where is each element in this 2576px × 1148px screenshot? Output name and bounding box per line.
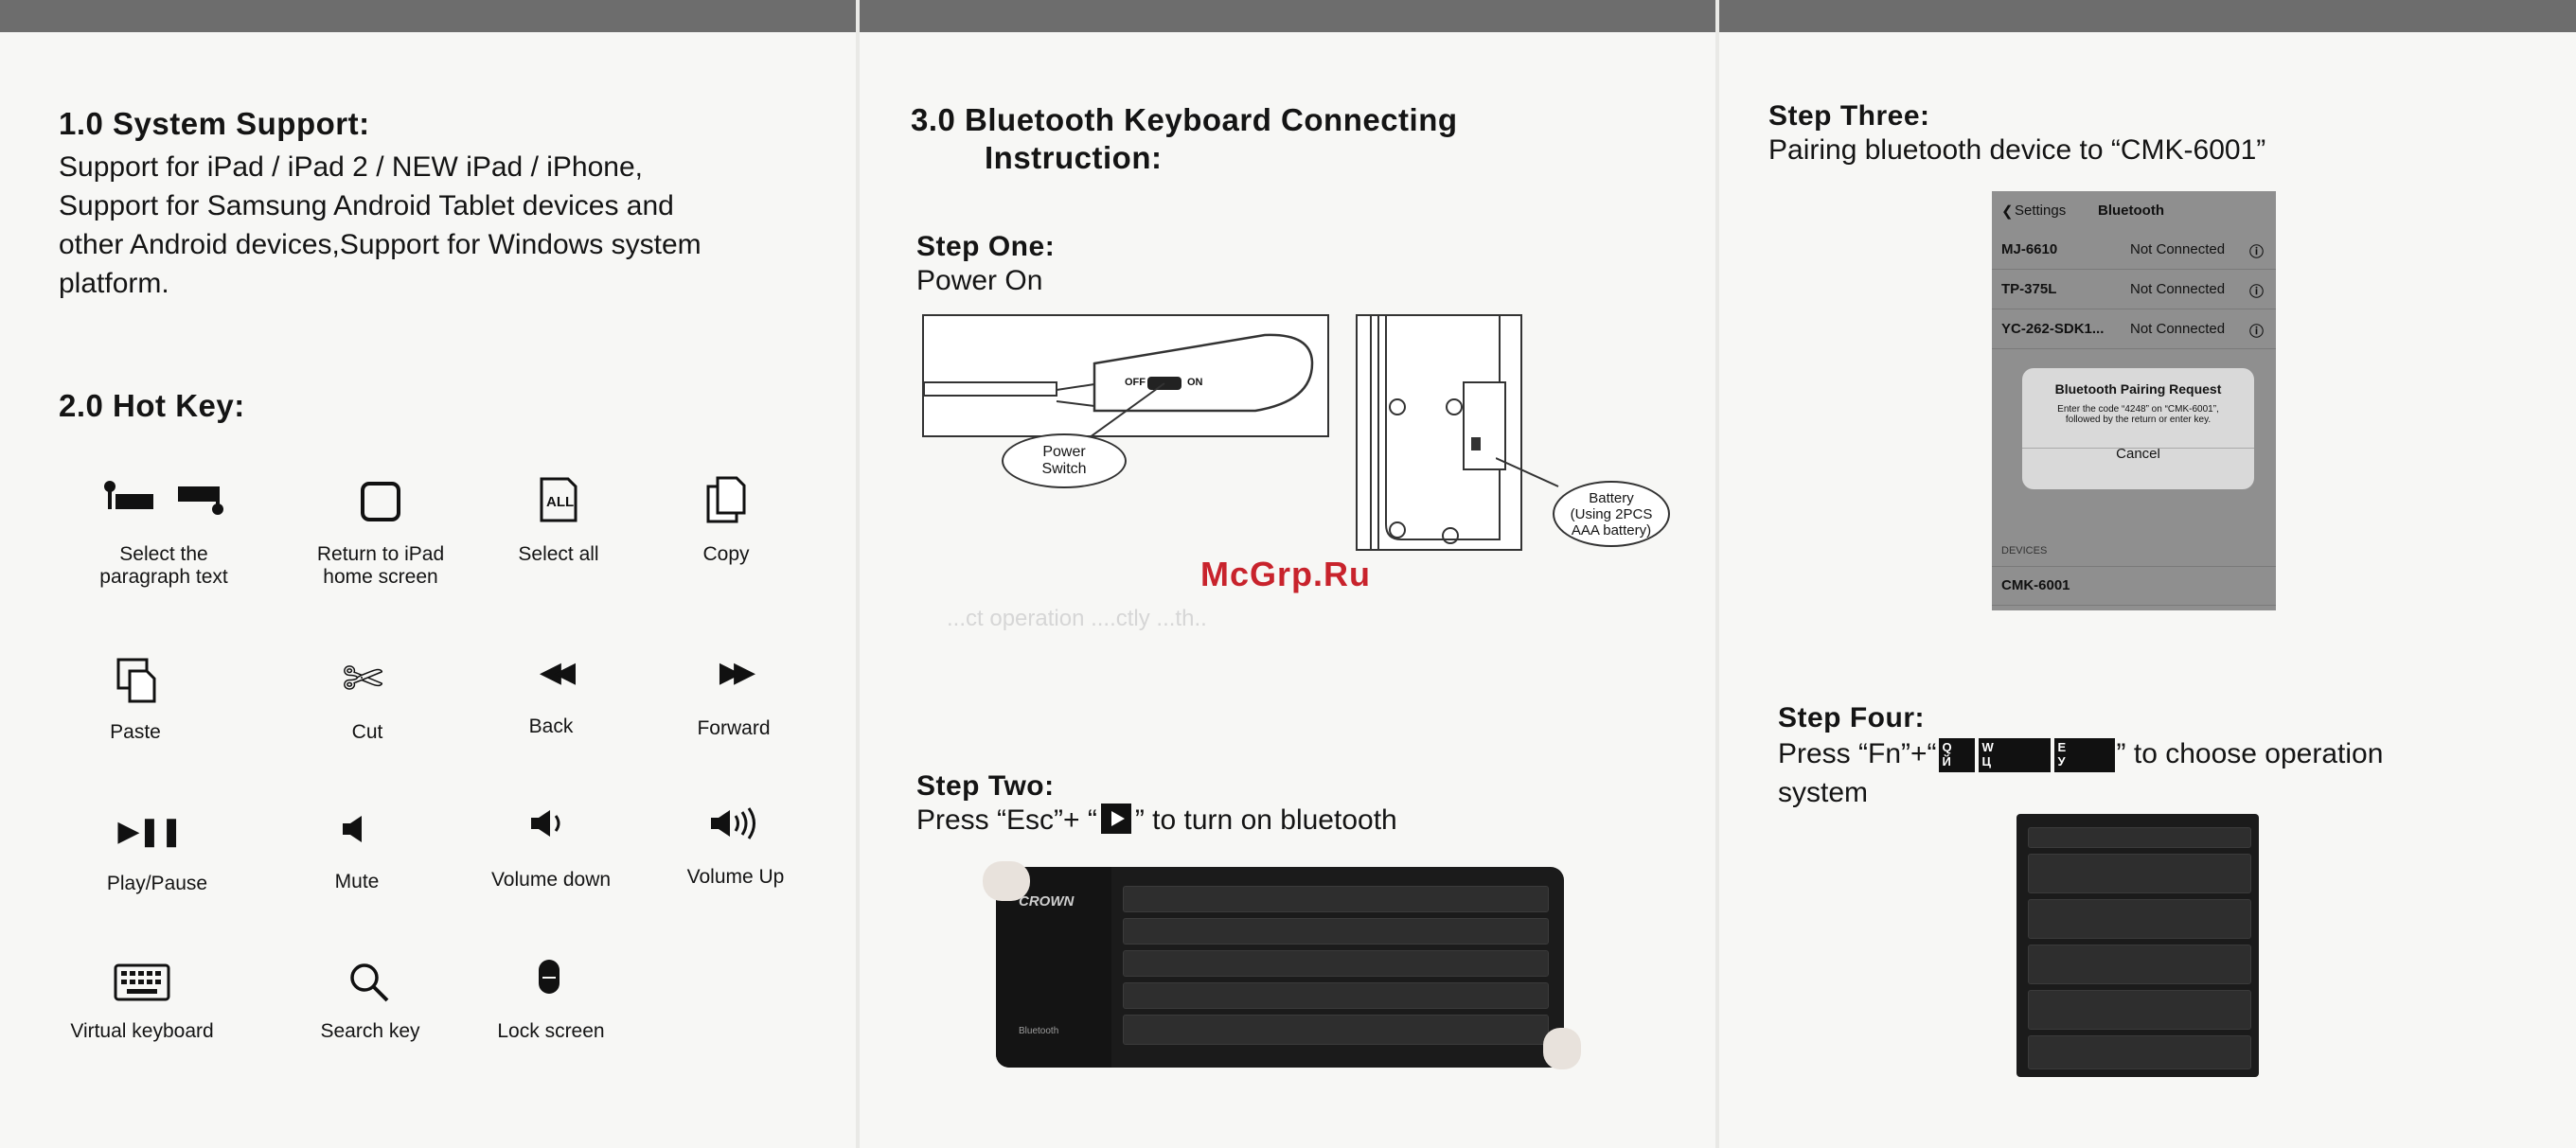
hotkey-label-paste: Paste (110, 721, 161, 743)
info-icon[interactable]: ⓘ (2249, 244, 2265, 260)
select-all-icon: ALL (521, 473, 596, 526)
power-switch-diagram: OFF ON (922, 314, 1329, 437)
paste-icon (98, 653, 173, 706)
dialog-cancel-button[interactable]: Cancel (2116, 446, 2160, 462)
battery-pointer (1496, 457, 1559, 487)
page-fold-1 (856, 0, 860, 1148)
phone-title: Bluetooth (2098, 203, 2164, 219)
hotkey-label-copy: Copy (702, 543, 750, 565)
step3-title: Step Three: (1768, 100, 1930, 132)
hotkey-label-back: Back (528, 715, 574, 737)
step1-text: Power On (916, 265, 1043, 296)
speaker-mute-icon (316, 803, 392, 856)
section1-line: platform. (59, 268, 169, 299)
step2-title: Step Two: (916, 770, 1055, 802)
volume-up-icon (698, 797, 773, 850)
select-paragraph-icon (102, 473, 225, 526)
copy-icon (688, 473, 764, 526)
play-pause-icon: ▶❚❚ (117, 815, 183, 847)
switch-on-label: ON (1187, 377, 1203, 388)
step3-text: Pairing bluetooth device to “CMK-6001” (1768, 134, 2266, 166)
info-icon[interactable]: ⓘ (2249, 324, 2265, 340)
magnifier-icon (331, 956, 407, 1009)
bluetooth-label: Bluetooth (1019, 1026, 1059, 1036)
dialog-line2: followed by the return or enter key. (2065, 415, 2212, 425)
section1-title: 1.0 System Support: (59, 106, 370, 141)
hotkey-label-cut: Cut (351, 721, 383, 743)
scissors-icon: ✄ (342, 652, 383, 707)
battery-diagram (1356, 314, 1522, 551)
hotkey-label-volume-up: Volume Up (686, 866, 785, 888)
power-switch-pointer (1078, 382, 1165, 446)
section1-line: other Android devices,Support for Window… (59, 229, 702, 260)
section1-line: Support for iPad / iPad 2 / NEW iPad / i… (59, 151, 643, 183)
info-icon[interactable]: ⓘ (2249, 284, 2265, 300)
keyboard-photo-step4 (2016, 814, 2259, 1077)
hotkey-label-play-pause: Play/Pause (106, 873, 208, 894)
hotkey-label-virtual-keyboard: Virtual keyboard (70, 1020, 214, 1042)
keyboard-brand-logo: CROWN (1019, 893, 1075, 910)
step1-title: Step One: (916, 231, 1056, 262)
lock-icon (511, 950, 587, 1003)
keyboard-photo-step2: CROWN Bluetooth (983, 861, 1581, 1069)
watermark: McGrp.Ru (1200, 555, 1372, 593)
hotkey-label-lock: Lock screen (497, 1020, 605, 1042)
keyboard-icon (104, 956, 180, 1009)
hand-left (983, 861, 1030, 901)
play-key-icon (1100, 804, 1131, 834)
hotkey-label-mute: Mute (334, 871, 380, 892)
hotkey-label-search: Search key (320, 1020, 420, 1042)
home-square-icon (343, 475, 418, 528)
section2-title: 2.0 Hot Key: (59, 388, 245, 423)
volume-down-icon (512, 797, 588, 850)
faint-bleedthrough-text: ...ct operation ....ctly ...th.. (947, 606, 1207, 631)
dialog-title: Bluetooth Pairing Request (2054, 381, 2222, 397)
phone-nav-bar: ❮ Settings Bluetooth (1992, 191, 2276, 229)
section1-line: Support for Samsung Android Tablet devic… (59, 190, 674, 221)
settings-back-link[interactable]: Settings (2015, 203, 2067, 219)
step2-text: Press “Esc”+ “” to turn on bluetooth (916, 804, 1397, 836)
hotkey-label-volume-down: Volume down (490, 869, 612, 891)
hotkey-label-select-all: Select all (518, 543, 599, 565)
section3-title-line2: Instruction: (985, 140, 1163, 175)
switch-off-label: OFF (1125, 377, 1146, 388)
step4-title: Step Four: (1778, 702, 1925, 733)
hand-right (1543, 1028, 1581, 1069)
step4-line2: system (1778, 777, 1869, 808)
device-row-cmk6001[interactable]: CMK-6001 (1992, 566, 2276, 606)
hotkey-label-forward: Forward (697, 717, 771, 739)
svg-text:ALL: ALL (546, 494, 574, 510)
section1-body: Support for iPad / iPad 2 / NEW iPad / i… (59, 148, 816, 303)
top-band (0, 0, 2576, 32)
page-fold-2 (1715, 0, 1719, 1148)
devices-section-header: DEVICES (2001, 545, 2048, 556)
back-chevron-icon[interactable]: ❮ (2001, 203, 2014, 220)
rewind-icon: ◀◀ (539, 656, 576, 688)
pairing-request-dialog: Bluetooth Pairing Request Enter the code… (2022, 368, 2254, 489)
dialog-line1: Enter the code “4248” on “CMK-6001”, (2057, 404, 2219, 415)
fast-forward-icon: ▶▶ (719, 656, 755, 688)
section3-title-line1: 3.0 Bluetooth Keyboard Connecting (911, 102, 1458, 137)
